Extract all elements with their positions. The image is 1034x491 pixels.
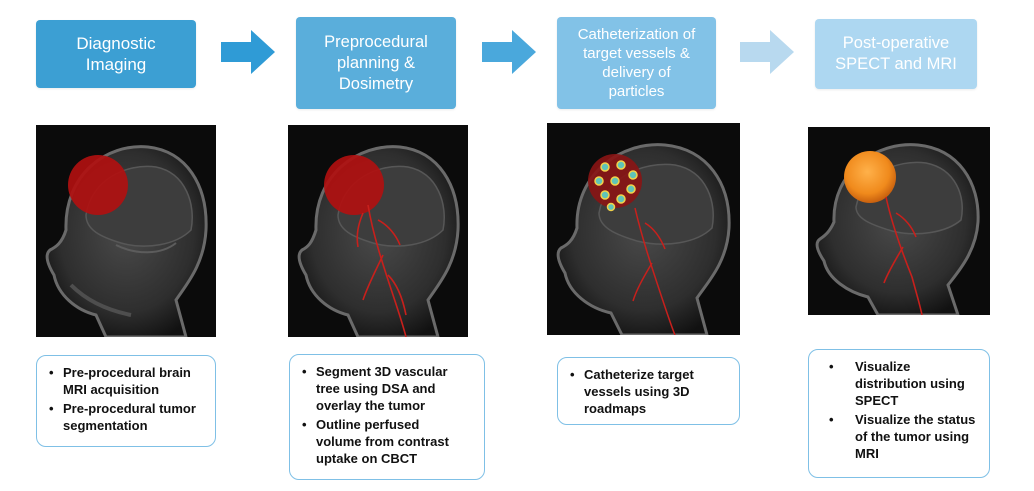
bullet-item: Catheterize target vessels using 3D road… — [568, 366, 731, 417]
bullet-item: Visualize distribution using SPECT — [819, 358, 981, 409]
stage-title: Diagnostic Imaging — [76, 34, 156, 74]
stage-title: Preprocedural planning & Dosimetry — [324, 32, 428, 93]
bullet-item: Outline perfused volume from contrast up… — [300, 416, 476, 467]
stage-diagnostic-imaging-description: Pre-procedural brain MRI acquisition Pre… — [36, 355, 216, 447]
stage-catheterization-header: Catheterization of target vessels & deli… — [557, 17, 716, 109]
bullet-item: Pre-procedural tumor segmentation — [47, 400, 207, 434]
bullet-list: Catheterize target vessels using 3D road… — [568, 366, 731, 417]
flow-arrow-icon — [740, 30, 794, 74]
stage-title: Post-operative SPECT and MRI — [835, 34, 957, 73]
spect-mri-overlay-image — [808, 127, 990, 315]
stage-title: Catheterization of target vessels & deli… — [577, 26, 696, 100]
bullet-list: Visualize distribution using SPECT Visua… — [819, 358, 981, 462]
bullet-item: Visualize the status of the tumor using … — [819, 411, 981, 462]
stage-post-operative-header: Post-operative SPECT and MRI — [815, 19, 977, 89]
stage-post-operative-description: Visualize distribution using SPECT Visua… — [808, 349, 990, 478]
bullet-list: Segment 3D vascular tree using DSA and o… — [300, 363, 476, 467]
stage-diagnostic-imaging-header: Diagnostic Imaging — [36, 20, 196, 88]
stage-catheterization-description: Catheterize target vessels using 3D road… — [557, 357, 740, 425]
mri-scan-tumor-segmentation-image — [36, 125, 216, 337]
bullet-item: Segment 3D vascular tree using DSA and o… — [300, 363, 476, 414]
mri-scan-catheterization-image — [547, 123, 740, 335]
flow-arrow-icon — [221, 30, 275, 74]
bullet-list: Pre-procedural brain MRI acquisition Pre… — [47, 364, 207, 434]
stage-preprocedural-planning-description: Segment 3D vascular tree using DSA and o… — [289, 354, 485, 480]
bullet-item: Pre-procedural brain MRI acquisition — [47, 364, 207, 398]
flow-arrow-icon — [482, 30, 536, 74]
mri-scan-vascular-overlay-image — [288, 125, 468, 337]
stage-preprocedural-planning-header: Preprocedural planning & Dosimetry — [296, 17, 456, 109]
